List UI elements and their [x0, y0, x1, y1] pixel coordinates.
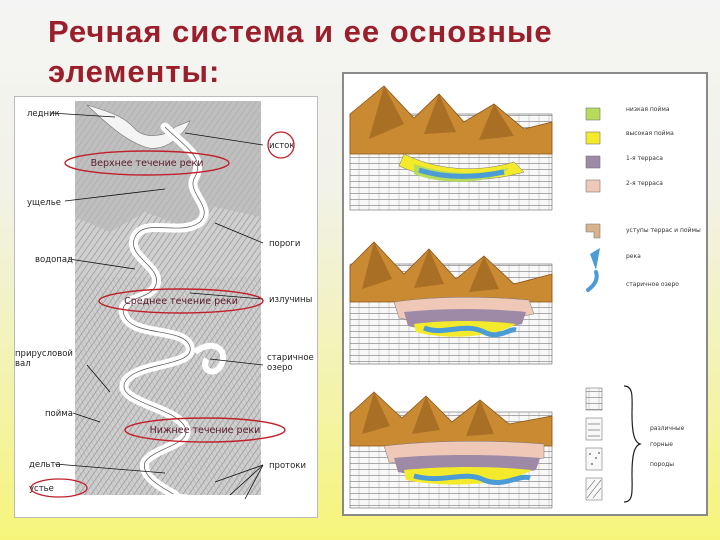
ellipse-upper-course — [64, 150, 230, 176]
legend-low-floodplain: низкая пойма — [626, 106, 670, 113]
legend-river: река — [626, 253, 641, 260]
legend-swatch-terrace-1 — [585, 155, 601, 169]
legend-swatch-terrace-2 — [585, 179, 601, 193]
label-natural-levee: прирусловой вал — [15, 349, 73, 369]
legend-swatch-low-floodplain — [585, 107, 601, 121]
legend-swatch-oxbow — [586, 270, 599, 292]
label-meanders: излучины — [269, 295, 312, 305]
oxbow-lake — [193, 342, 227, 375]
rocks-label-line-1: различные — [650, 425, 685, 432]
label-delta: дельта — [29, 460, 61, 470]
rocks-label-line-3: породы — [650, 461, 674, 468]
page-title: Речная система и ее основные элементы: — [48, 14, 553, 89]
ellipse-middle-course — [98, 288, 264, 314]
label-floodplain: пойма — [45, 409, 73, 419]
glacier — [86, 104, 191, 149]
legend-scarps: уступы террас и поймы — [626, 227, 701, 234]
label-glacier: ледник — [27, 109, 60, 119]
ellipse-source — [267, 131, 295, 159]
legend-terrace-2: 2-я терраса — [626, 180, 663, 187]
rocks-brace — [623, 385, 642, 503]
rock-swatch-3 — [585, 447, 603, 471]
ellipse-mouth — [30, 478, 88, 498]
river-system-svg: ледник исток ущелье пороги водопад излуч… — [15, 101, 314, 514]
label-channels: протоки — [269, 461, 306, 471]
label-source: исток — [269, 141, 294, 151]
middle-course-label: Среднее течение реки — [124, 296, 238, 307]
label-mouth: устье — [29, 484, 54, 494]
valley-block-3 — [349, 391, 553, 509]
label-oxbow-lake: старичное озеро — [267, 353, 314, 373]
label-gorge: ущелье — [27, 198, 61, 208]
river-system-diagram: ледник исток ущелье пороги водопад излуч… — [14, 96, 318, 518]
legend-swatch-scarps — [585, 223, 601, 239]
legend-high-floodplain: высокая пойма — [626, 130, 674, 137]
valley-block-1 — [349, 85, 553, 211]
label-rapids: пороги — [269, 239, 300, 249]
lower-course-label: Нижнее течение реки — [150, 425, 261, 436]
label-waterfall: водопад — [35, 255, 73, 265]
rock-swatch-2 — [585, 417, 603, 441]
rocks-label-line-2: горные — [650, 441, 673, 448]
ellipse-lower-course — [124, 417, 286, 443]
legend-terrace-1: 1-я терраса — [626, 155, 663, 162]
valley-terraces-svg: низкая пойма высокая пойма 1-я терраса 2… — [349, 85, 701, 509]
rock-swatch-1 — [585, 387, 603, 411]
legend-oxbow-lake: старичное озеро — [626, 281, 679, 288]
upper-course-label: Верхнее течение реки — [91, 158, 204, 169]
valley-terraces-diagram: низкая пойма высокая пойма 1-я терраса 2… — [342, 72, 708, 516]
legend: низкая пойма высокая пойма 1-я терраса 2… — [585, 106, 701, 503]
valley-block-2 — [349, 241, 553, 365]
legend-swatch-river — [590, 248, 600, 270]
legend-swatch-high-floodplain — [585, 131, 601, 145]
